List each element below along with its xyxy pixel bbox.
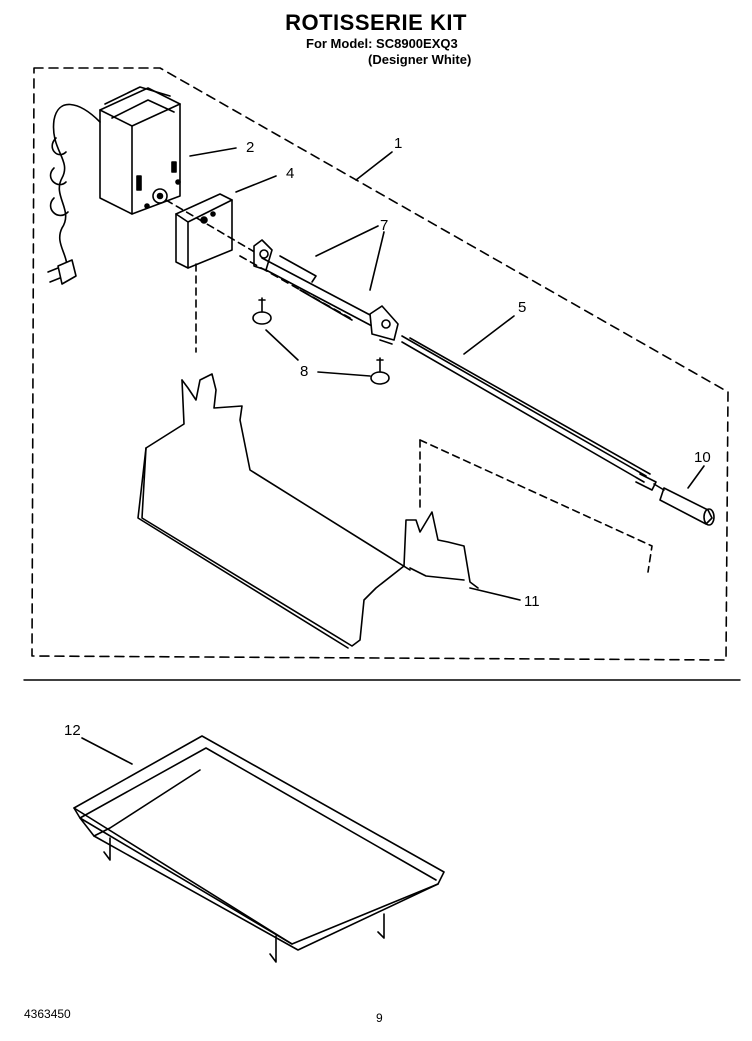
leader-line [463, 315, 515, 355]
thumbscrew [370, 357, 390, 385]
spit-rod [401, 335, 657, 491]
variant-line: (Designer White) [368, 52, 472, 67]
leader-line [235, 175, 277, 193]
leader-line [355, 151, 393, 181]
leader-line [81, 737, 133, 765]
callout-label: 8 [300, 363, 308, 380]
model-line: For Model: SC8900EXQ3 [306, 36, 458, 51]
alignment-line [239, 255, 351, 319]
leader-line [687, 465, 705, 489]
diagram-title: ROTISSERIE KIT [285, 10, 467, 35]
callout-label: 7 [380, 217, 388, 234]
callout-label: 2 [246, 139, 254, 156]
rotisserie-rack [137, 373, 479, 649]
support-arm [369, 305, 399, 345]
rotisserie-motor [47, 86, 181, 285]
callout-label: 5 [518, 299, 526, 316]
alignment-line [165, 199, 259, 255]
drip-pan [73, 735, 445, 963]
callout-label: 1 [394, 135, 402, 152]
callout-label: 4 [286, 165, 294, 182]
alignment-line [419, 439, 653, 573]
thumbscrew [252, 297, 272, 325]
callout-label: 11 [524, 593, 540, 610]
rotisserie-handle [653, 483, 715, 526]
callout-label: 12 [64, 722, 81, 739]
leader-line [265, 329, 371, 377]
support-arm [253, 239, 373, 327]
page-number: 9 [376, 1011, 383, 1025]
document-number: 4363450 [24, 1007, 71, 1021]
callout-label: 10 [694, 449, 711, 466]
leader-line [189, 147, 237, 157]
leader-line [469, 587, 521, 601]
kit-boundary [31, 67, 729, 661]
mounting-bracket [175, 193, 233, 269]
leader-line [315, 225, 385, 291]
